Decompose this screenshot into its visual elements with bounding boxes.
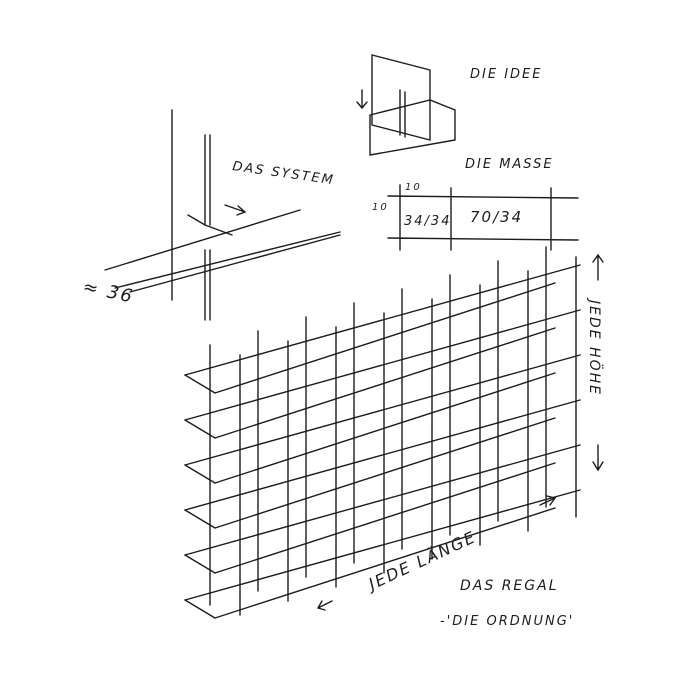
- dimension-table-lines: [387, 184, 579, 251]
- shelf-line: [184, 489, 581, 601]
- shelf-line: [184, 264, 581, 376]
- label-any-height: JEDE HÖHE: [586, 297, 604, 396]
- idea-sketch: [356, 54, 456, 156]
- label-idea: DIE IDEE: [470, 67, 542, 82]
- shelf-line: [184, 599, 216, 619]
- dim-left-gap: 10: [372, 202, 389, 213]
- shelf-line: [184, 354, 581, 466]
- shelf-line: [184, 444, 581, 556]
- shelf-line: [214, 507, 556, 619]
- shelf-sketch: [184, 246, 581, 619]
- shelf-line: [184, 399, 581, 511]
- shelf-line: [184, 309, 581, 421]
- dim-cell-small: 34/34: [404, 214, 451, 229]
- dim-top-gap: 10: [405, 182, 422, 193]
- system-sketch: [104, 109, 341, 321]
- label-dimensions: DIE MASSE: [465, 157, 554, 172]
- dim-cell-large: 70/34: [470, 208, 523, 226]
- label-shelf: DAS REGAL: [460, 578, 559, 594]
- label-depth: ≈ 36: [81, 276, 136, 307]
- arrows: [316, 253, 604, 611]
- shelf-line: [214, 462, 556, 574]
- label-system: DAS SYSTEM: [231, 159, 335, 188]
- label-order: -'DIE ORDNUNG': [440, 614, 574, 629]
